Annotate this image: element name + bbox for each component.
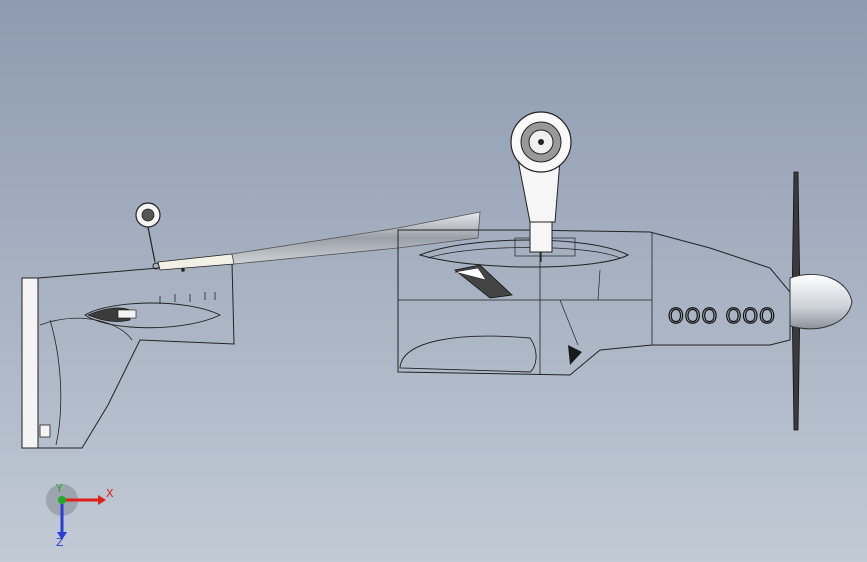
z-axis-label: Z: [56, 536, 64, 548]
fuselage[interactable]: OOO OOO: [397, 229, 791, 376]
tail-boom[interactable]: [157, 211, 481, 271]
tail-wheel[interactable]: [135, 202, 185, 272]
main-landing-gear[interactable]: [510, 111, 572, 262]
horizontal-stabilizer[interactable]: [84, 292, 222, 329]
x-axis-label: X: [106, 487, 114, 500]
fuselage-marking: OOO OOO: [668, 304, 776, 328]
spinner[interactable]: [789, 274, 853, 330]
axis-triad: X Y Z: [46, 482, 114, 548]
y-axis-label: Y: [55, 482, 63, 495]
vertical-tail[interactable]: [21, 261, 235, 449]
